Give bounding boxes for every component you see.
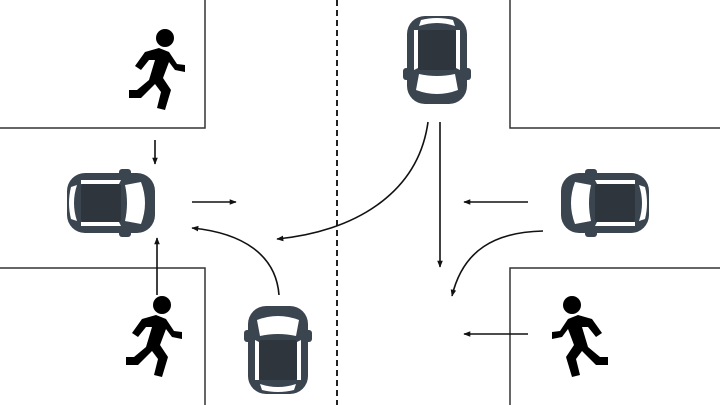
car-east bbox=[561, 169, 649, 237]
curb-top-right bbox=[509, 0, 720, 129]
pedestrian-top-left bbox=[129, 29, 185, 110]
car-north bbox=[403, 16, 471, 104]
car-west bbox=[67, 169, 155, 237]
arrow-icon bbox=[191, 225, 280, 296]
movement-arrows bbox=[152, 121, 544, 337]
car-south bbox=[244, 306, 312, 394]
pedestrian-bottom-left bbox=[126, 296, 182, 377]
curb-top-left bbox=[0, 0, 206, 129]
arrow-icon bbox=[276, 121, 429, 242]
arrow-icon bbox=[450, 230, 544, 297]
pedestrian-bottom-right bbox=[552, 296, 608, 377]
curb-bottom-left bbox=[0, 267, 206, 405]
curb-bottom-right bbox=[509, 267, 720, 405]
